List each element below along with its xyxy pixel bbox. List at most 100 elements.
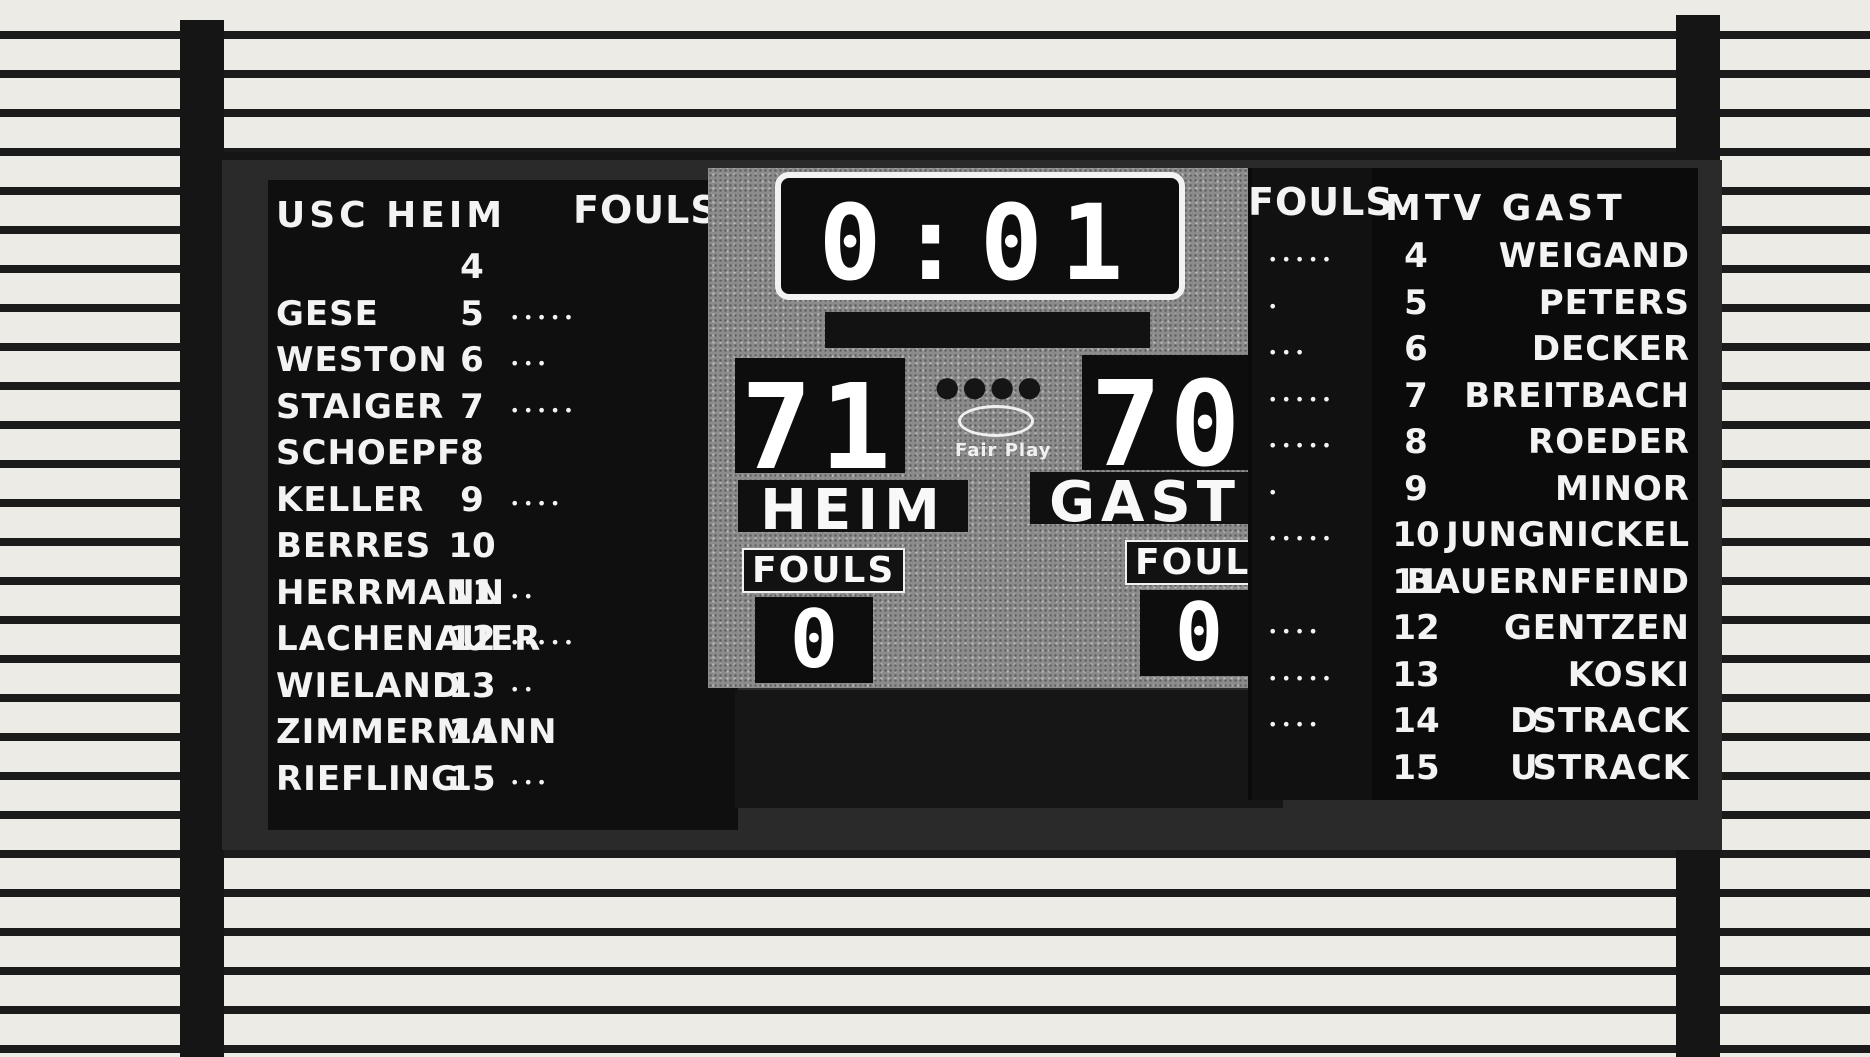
player-name: GESE <box>276 293 379 334</box>
player-number: 9 <box>460 479 484 520</box>
left-support-post <box>180 20 224 1057</box>
home-label-box: HEIM <box>738 478 968 543</box>
player-number: 14 <box>448 712 496 752</box>
player-number: 11 <box>448 572 496 613</box>
player-name: SCHOEPF <box>276 433 462 473</box>
player-name: RIEFLING <box>276 758 460 799</box>
player-row: ••• 6 DECKER <box>1248 327 1698 374</box>
player-fouls: ••••• <box>510 307 578 327</box>
player-fouls: ••••• <box>1268 436 1336 455</box>
player-number: 12 <box>448 619 496 659</box>
center-bottom-panel <box>735 690 1283 808</box>
player-fouls: •••• <box>1268 622 1322 641</box>
player-name: STRACK <box>1532 747 1690 788</box>
player-name: HERRMANN <box>276 572 506 613</box>
guest-fouls-column <box>1252 168 1372 800</box>
guest-score: 70 <box>1082 355 1257 493</box>
player-number: 8 <box>460 433 484 473</box>
player-name: STAIGER <box>276 386 445 427</box>
player-name: BAUERNFEIND <box>1406 561 1690 602</box>
player-fouls: • <box>1268 482 1282 502</box>
player-name: WEIGAND <box>1498 236 1690 276</box>
player-name: MINOR <box>1554 468 1690 509</box>
player-row: •••• 12 GENTZEN <box>1248 606 1698 653</box>
home-score-value: 71 <box>740 358 900 496</box>
player-row: 4 <box>268 245 738 292</box>
player-row: ••••• 13 KOSKI <box>1248 653 1698 700</box>
player-fouls: ••• <box>510 354 551 373</box>
indicator-lamps: ●●●● <box>935 370 1045 403</box>
player-number: 13 <box>448 665 496 706</box>
player-number: 7 <box>460 386 484 427</box>
player-fouls: •••• <box>1268 715 1322 734</box>
guest-team-fouls-value: 0 <box>1174 586 1224 679</box>
player-number: 15 <box>448 758 496 799</box>
player-fouls: ••••• <box>1268 389 1336 409</box>
home-team-fouls: 0 <box>755 593 873 686</box>
player-name: LACHENAUER <box>276 619 542 659</box>
player-number: 6 <box>460 340 484 380</box>
player-row: • 9 MINOR <box>1248 467 1698 514</box>
player-number: 6 <box>1404 329 1428 369</box>
player-row: BERRES 10 <box>268 524 738 571</box>
home-label: HEIM <box>760 478 946 543</box>
player-number: 4 <box>460 247 484 287</box>
player-row: ••••• 7 BREITBACH <box>1248 374 1698 421</box>
player-number: 10 <box>1392 515 1440 555</box>
player-name: KOSKI <box>1567 654 1690 695</box>
player-number: 5 <box>1404 282 1428 323</box>
guest-label-box: GAST <box>1030 470 1260 535</box>
player-fouls: ••••• <box>1268 668 1336 688</box>
fair-play-logo <box>958 405 1034 437</box>
player-number: 13 <box>1392 654 1440 695</box>
player-fouls: ••••• <box>510 400 578 420</box>
player-fouls: ••• <box>1268 343 1309 362</box>
player-name: BREITBACH <box>1464 375 1690 416</box>
player-name: JUNGNICKEL <box>1446 515 1690 555</box>
home-score: 71 <box>735 358 905 496</box>
player-name: DECKER <box>1531 329 1690 369</box>
player-fouls: • <box>1268 296 1282 316</box>
player-row: GESE 5 ••••• <box>268 292 738 339</box>
guest-team-fouls: 0 <box>1140 586 1258 679</box>
player-name: KELLER <box>276 479 425 520</box>
player-name: WIELAND <box>276 665 462 706</box>
player-number: 15 <box>1392 747 1440 788</box>
player-number: 5 <box>460 293 484 334</box>
player-fouls: ••••• <box>1268 250 1336 269</box>
player-name: BERRES <box>276 526 432 566</box>
player-name: ROEDER <box>1528 422 1690 462</box>
fair-play-logo-text: Fair Play <box>955 440 1052 461</box>
player-initial: D <box>1510 701 1539 741</box>
player-number: 10 <box>448 526 496 566</box>
player-fouls: •• <box>510 679 537 699</box>
player-name: GENTZEN <box>1503 608 1690 648</box>
player-number: 11 <box>1392 561 1440 602</box>
player-name: ZIMMERMANN <box>276 712 558 752</box>
player-number: 8 <box>1404 422 1428 462</box>
guest-fouls-header: FOULS <box>1248 180 1394 224</box>
player-name: PETERS <box>1538 282 1690 323</box>
player-number: 9 <box>1404 468 1428 509</box>
player-row: KELLER 9 •••• <box>268 478 738 525</box>
clock-display: 0:01 <box>818 182 1142 304</box>
player-fouls: •••• <box>510 493 564 513</box>
player-number: 12 <box>1392 608 1440 648</box>
home-team-fouls-value: 0 <box>789 593 839 686</box>
guest-label: GAST <box>1049 470 1241 535</box>
game-clock: 0:01 <box>775 172 1185 304</box>
player-number: 7 <box>1404 375 1428 416</box>
player-row: ••••• 8 ROEDER <box>1248 420 1698 467</box>
player-fouls: ••• <box>510 772 551 792</box>
